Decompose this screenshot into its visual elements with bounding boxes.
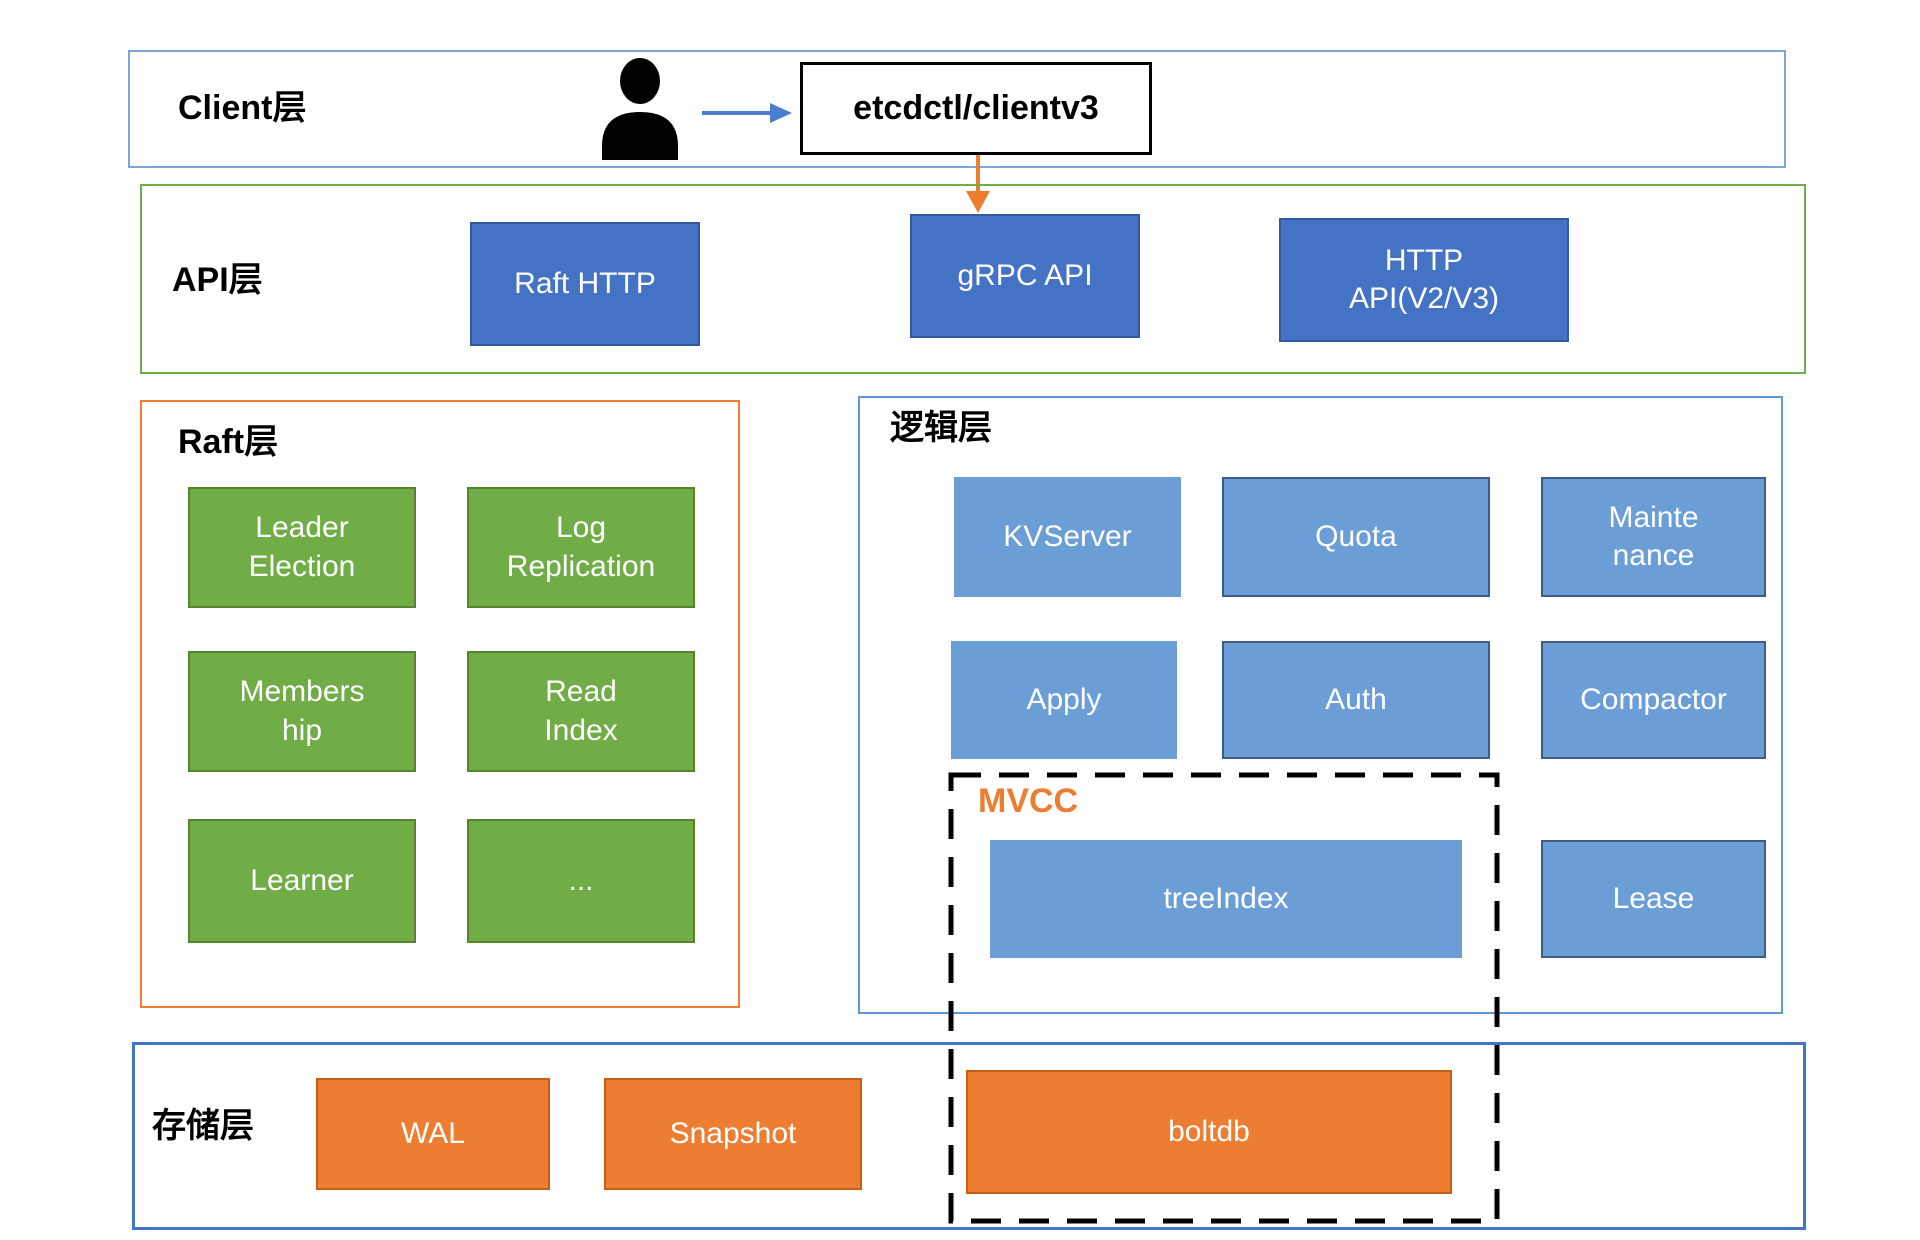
raft-more-box: ... (467, 819, 695, 943)
treeindex-box: treeIndex (990, 840, 1462, 958)
boltdb-box: boltdb (966, 1070, 1452, 1194)
auth-box: Auth (1222, 641, 1490, 759)
logic-layer-label: 逻辑层 (890, 409, 992, 447)
api-layer-frame (140, 184, 1806, 374)
http-api-box: HTTP API(V2/V3) (1279, 218, 1569, 342)
storage-layer-label: 存储层 (152, 1107, 254, 1145)
learner-box: Learner (188, 819, 416, 943)
apply-box: Apply (951, 641, 1177, 759)
mvcc-label: MVCC (978, 782, 1079, 820)
kvserver-box: KVServer (954, 477, 1181, 597)
raft-layer-label: Raft层 (178, 423, 279, 461)
leader-election-box: Leader Election (188, 487, 416, 608)
lease-box: Lease (1541, 840, 1766, 958)
read-index-box: Read Index (467, 651, 695, 772)
mvcc-dashed-box (948, 772, 1500, 1224)
etcdctl-clientv3-label: etcdctl/clientv3 (853, 89, 1099, 127)
log-replication-box: Log Replication (467, 487, 695, 608)
maintenance-box: Mainte nance (1541, 477, 1766, 597)
client-to-grpc-arrow (960, 155, 996, 215)
membership-box: Members hip (188, 651, 416, 772)
compactor-box: Compactor (1541, 641, 1766, 759)
snapshot-box: Snapshot (604, 1078, 862, 1190)
storage-layer-frame (132, 1042, 1806, 1230)
client-layer-label: Client层 (178, 89, 307, 127)
user-to-client-arrow (700, 98, 794, 128)
raft-http-box: Raft HTTP (470, 222, 700, 346)
grpc-api-box: gRPC API (910, 214, 1140, 338)
api-layer-label: API层 (172, 261, 263, 299)
logic-layer-frame (858, 396, 1783, 1014)
client-layer-frame (128, 50, 1786, 168)
wal-box: WAL (316, 1078, 550, 1190)
person-icon (594, 56, 686, 160)
etcdctl-clientv3-box: etcdctl/clientv3 (800, 62, 1152, 155)
raft-layer-frame (140, 400, 740, 1008)
quota-box: Quota (1222, 477, 1490, 597)
